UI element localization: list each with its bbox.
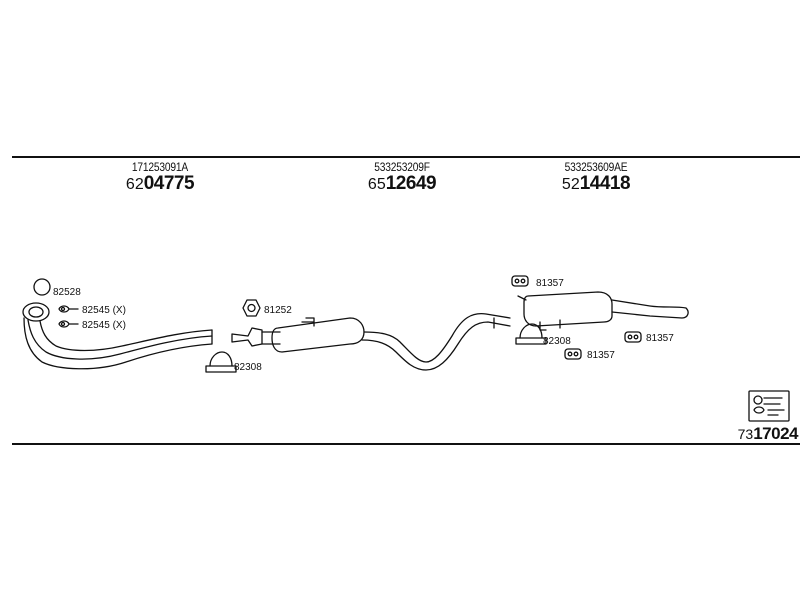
part-number-main: 12649	[385, 173, 437, 194]
callout-82308-left: 82308	[234, 362, 262, 373]
callout-81252: 81252	[264, 305, 292, 316]
part-middle-silencer[interactable]: 533253209F 6512649	[312, 160, 492, 195]
rubber-mount-icon-right[interactable]	[624, 331, 642, 343]
part-rear-silencer[interactable]: 533253609AE 5214418	[506, 160, 686, 195]
oe-number: 533253609AE	[564, 160, 628, 174]
mounting-kit-icon[interactable]	[748, 390, 790, 422]
kit-number-main: 17024	[753, 424, 798, 443]
middle-pipe-rear-bottom	[361, 321, 511, 371]
rear-tailpipe	[611, 299, 689, 319]
part-front-pipe[interactable]: 171253091A 6204775	[70, 160, 250, 195]
front-pipe-upper	[27, 319, 213, 360]
part-number: 6512649	[312, 174, 492, 195]
callout-82545-a: 82545 (X)	[82, 305, 126, 316]
rubber-mount-icon-top[interactable]	[511, 275, 529, 287]
middle-pipe-rear-top	[363, 312, 511, 363]
part-number-prefix: 62	[125, 176, 144, 193]
middle-pipe-inlet	[231, 327, 263, 347]
rear-silencer-drawing[interactable]	[517, 291, 689, 331]
oe-number: 171253091A	[131, 160, 189, 174]
middle-silencer-drawing[interactable]	[231, 312, 511, 371]
bottom-divider-line	[12, 443, 800, 445]
part-number: 6204775	[70, 174, 250, 195]
callout-81357-top: 81357	[536, 278, 564, 289]
clamp-icon-b[interactable]	[58, 320, 79, 328]
part-number-prefix: 52	[561, 176, 580, 193]
rear-silencer-inlet	[517, 295, 527, 301]
middle-silencer-bracket	[301, 317, 315, 327]
part-number-main: 14418	[579, 173, 631, 194]
front-pipe-lower	[23, 317, 213, 370]
front-flange-outer	[22, 302, 50, 322]
rubber-mount-icon-bottom[interactable]	[564, 348, 582, 360]
part-number-prefix: 65	[367, 176, 386, 193]
hanger-icon[interactable]	[242, 299, 261, 317]
callout-82528: 82528	[53, 287, 81, 298]
callout-82308-right: 82308	[543, 336, 571, 347]
clamp-icon-a[interactable]	[58, 305, 79, 313]
middle-silencer-body	[271, 317, 365, 353]
rear-silencer-body	[523, 291, 613, 327]
front-pipe-inner	[39, 320, 213, 352]
part-number: 5214418	[506, 174, 686, 195]
front-flange-inner	[28, 306, 44, 318]
mounting-kit-number[interactable]: 7317024	[712, 424, 799, 445]
sealing-ring-icon[interactable]	[33, 278, 51, 296]
front-pipe-drawing[interactable]	[22, 302, 213, 370]
kit-number-prefix: 73	[737, 426, 754, 442]
callout-82545-b: 82545 (X)	[82, 320, 126, 331]
oe-number: 533253209F	[374, 160, 430, 174]
callout-81357-right: 81357	[646, 333, 674, 344]
u-clamp-icon-right[interactable]	[515, 323, 547, 345]
u-clamp-icon-left[interactable]	[205, 351, 237, 373]
part-number-main: 04775	[143, 173, 195, 194]
top-divider-line	[12, 156, 800, 158]
callout-81357-bottom: 81357	[587, 350, 615, 361]
